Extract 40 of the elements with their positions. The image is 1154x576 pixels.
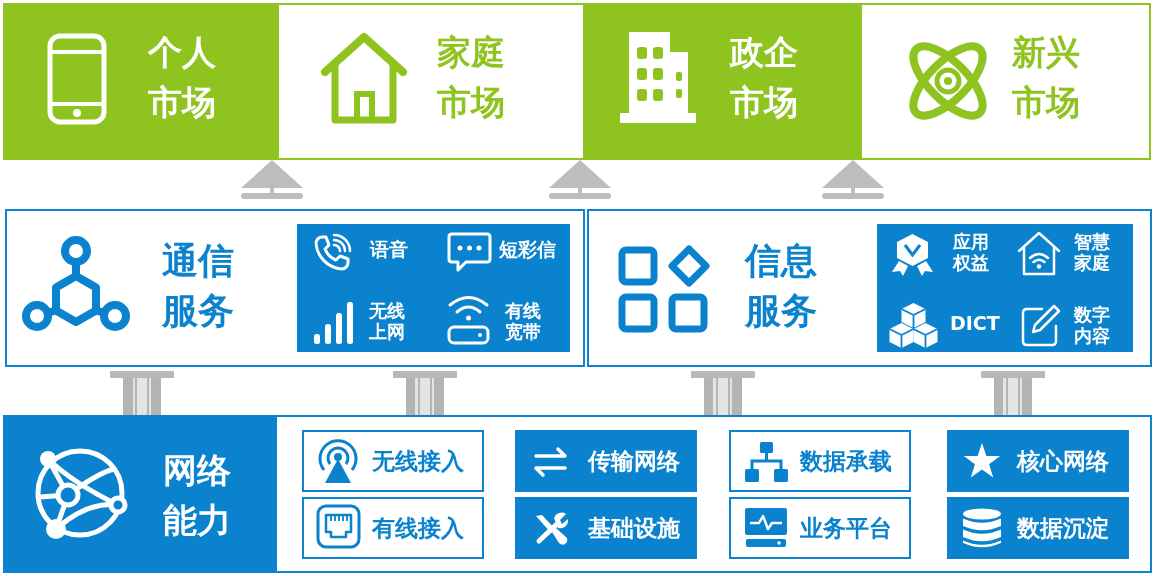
capability-box	[302, 430, 484, 492]
service-item-label: DICT	[950, 312, 1000, 334]
market-box	[585, 3, 860, 160]
capability-box	[302, 497, 484, 559]
capability-label: 基础设施	[588, 514, 680, 543]
service-item-label: 智慧家庭	[1074, 231, 1111, 273]
market-label: 个人市场	[148, 31, 217, 124]
market-label: 政企市场	[730, 31, 799, 124]
capability-box	[947, 497, 1129, 559]
capability-label: 业务平台	[800, 514, 892, 543]
service-item-label: 有线宽带	[505, 300, 542, 342]
capability-box	[515, 430, 697, 492]
service-item-label: 无线上网	[369, 300, 406, 342]
capability-label: 数据沉淀	[1017, 514, 1109, 543]
market-label: 家庭市场	[437, 31, 506, 124]
capability-label: 有线接入	[372, 514, 464, 543]
capability-box	[947, 430, 1129, 492]
service-item-label: 数字内容	[1074, 304, 1111, 346]
capability-box	[729, 430, 911, 492]
market-box	[860, 3, 1151, 160]
capability-panel	[3, 415, 1152, 573]
service-item-label: 应用权益	[953, 231, 990, 273]
market-label: 新兴市场	[1012, 31, 1081, 124]
service-panel	[5, 209, 585, 367]
service-item-label: 语音	[370, 238, 408, 260]
market-box	[3, 3, 277, 160]
service-item-label: 短彩信	[499, 238, 556, 260]
capability-label: 核心网络	[1017, 447, 1109, 476]
service-list-box	[877, 224, 1133, 352]
capability-box	[515, 497, 697, 559]
capability-box	[729, 497, 911, 559]
service-panel	[587, 209, 1152, 367]
capability-label: 无线接入	[372, 447, 464, 476]
capability-label: 数据承载	[800, 447, 892, 476]
panel-title: 信息服务	[745, 239, 818, 333]
capability-label: 传输网络	[588, 447, 680, 476]
panel-title: 网络能力	[163, 449, 232, 542]
panel-title: 通信服务	[162, 239, 235, 333]
market-box	[277, 3, 585, 160]
service-list-box	[297, 224, 570, 352]
